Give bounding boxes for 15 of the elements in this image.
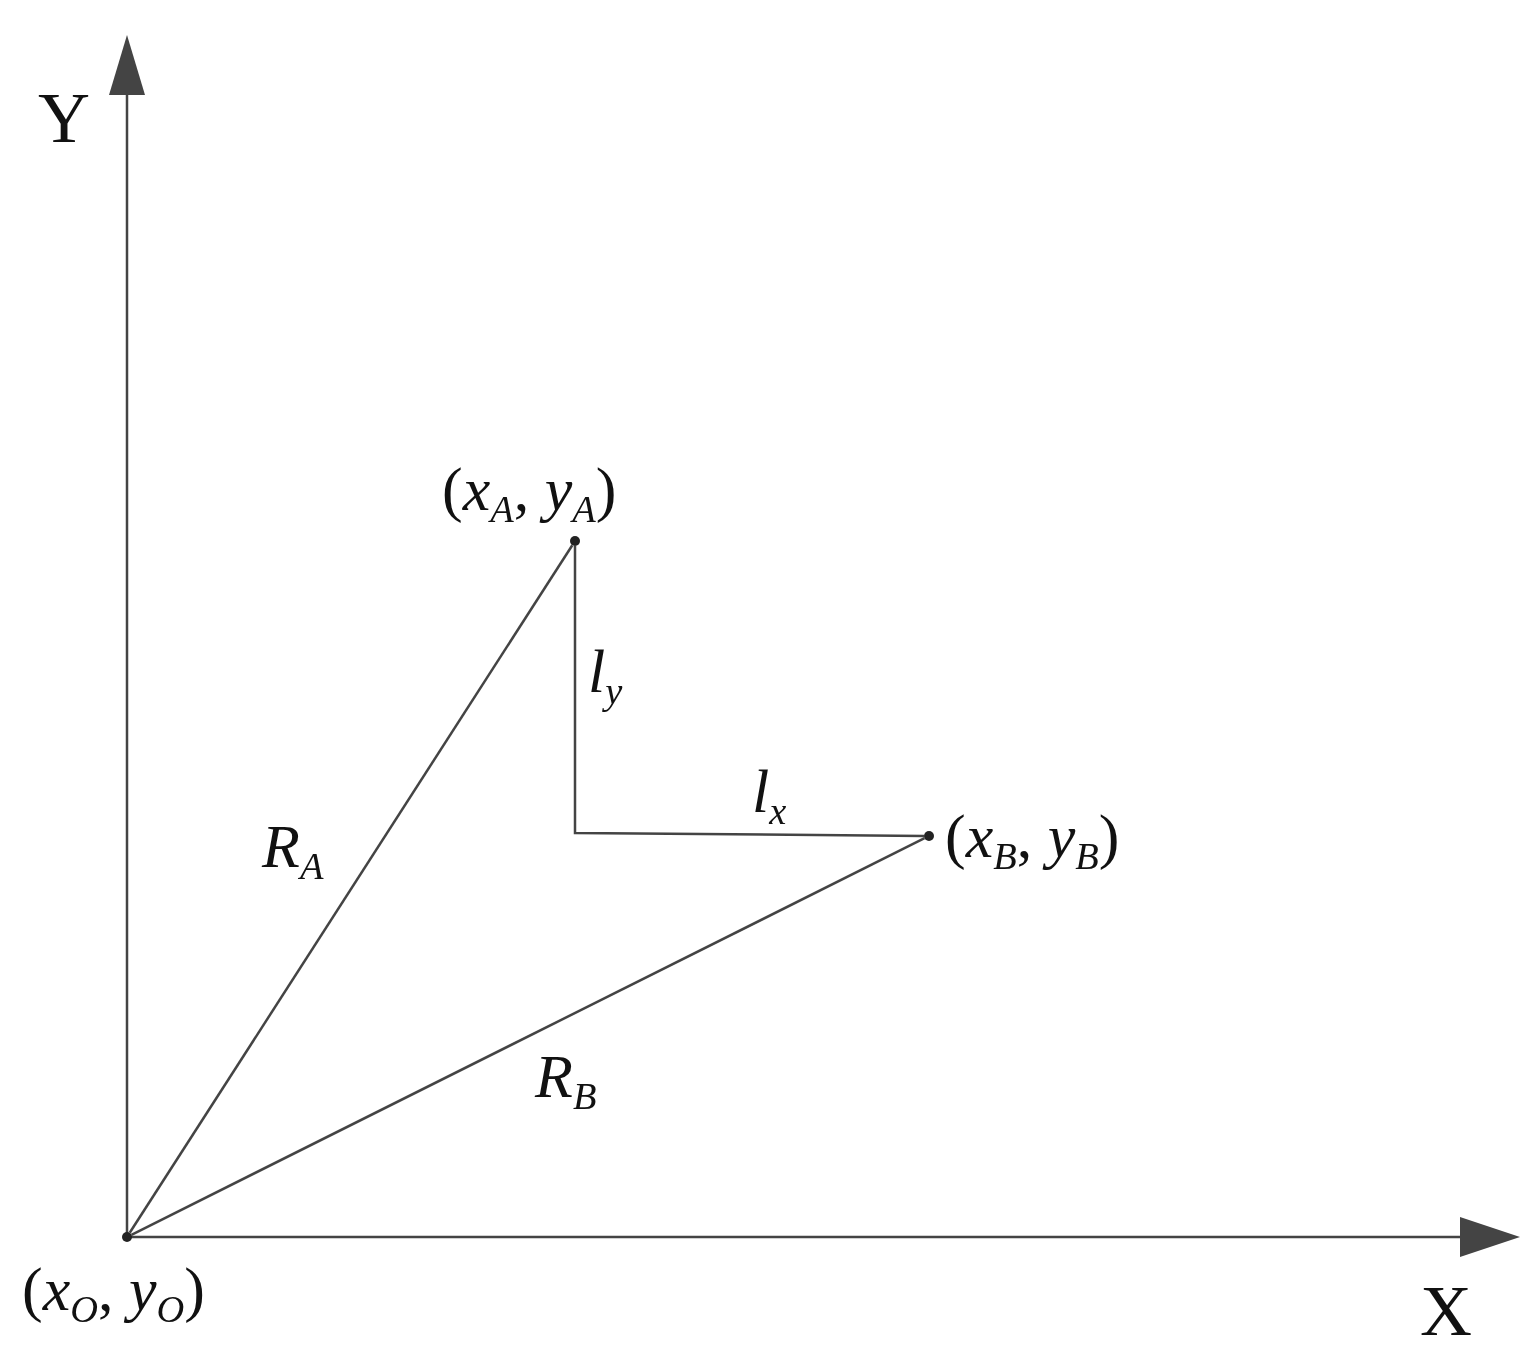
- edge-label: R$_{A}$: [262, 815, 324, 885]
- connector-line: [573, 546, 924, 838]
- segment-label: l$_{x}$: [752, 760, 787, 830]
- connector-line: [130, 837, 926, 1236]
- coordinate-label: (x$_{O}$, y$_{O}$): [22, 1258, 205, 1328]
- edge-label: R$_{B}$: [535, 1045, 597, 1115]
- point-marker: [924, 831, 934, 841]
- segment-label: l$_{y}$: [588, 640, 623, 710]
- axis-label: X: [1420, 1275, 1472, 1347]
- axis-label: Y: [38, 82, 90, 154]
- connector-line: [128, 544, 574, 1234]
- coordinate-label: (x$_{B}$, y$_{B}$): [945, 805, 1120, 875]
- point-marker: [570, 536, 580, 546]
- point-marker: [122, 1232, 132, 1242]
- coordinate-label: (x$_{A}$, y$_{A}$): [442, 458, 617, 528]
